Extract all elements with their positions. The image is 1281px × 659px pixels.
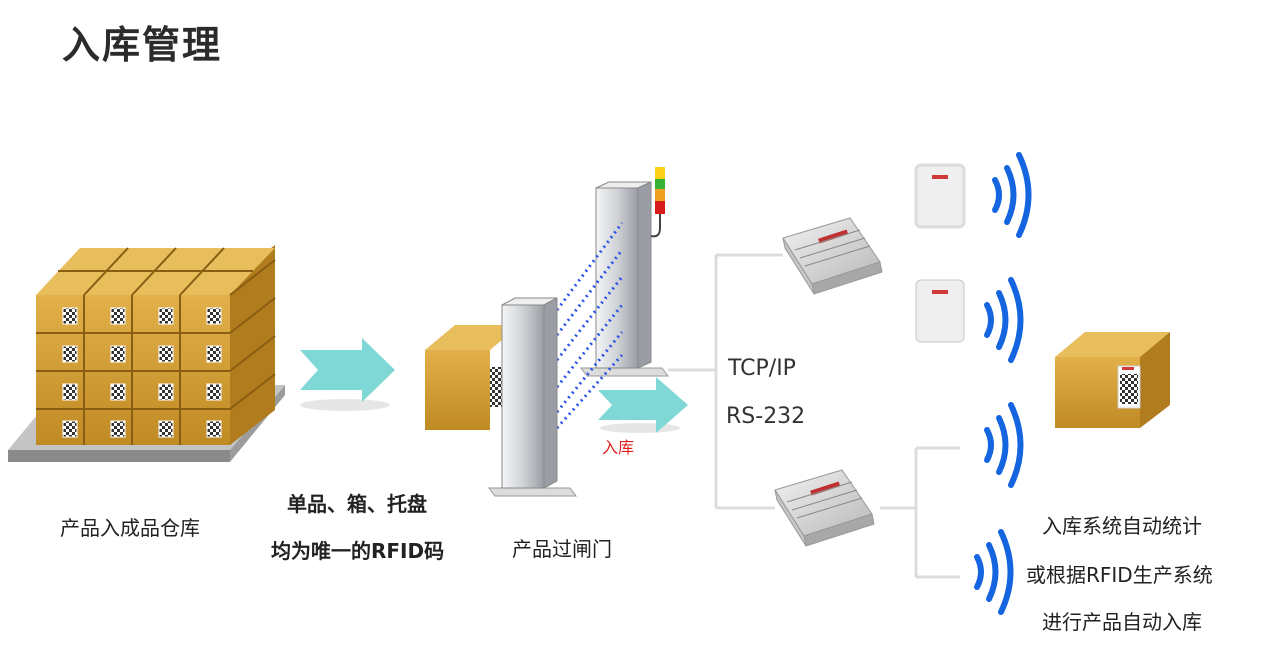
network-connection-lines xyxy=(668,253,960,579)
inbound-label: 入库 xyxy=(602,438,635,457)
result-label-line2: 或根据RFID生产系统 xyxy=(1026,563,1213,587)
flow-arrow-to-gate xyxy=(300,338,395,411)
result-label-line1: 入库系统自动统计 xyxy=(1042,514,1202,538)
rfid-antenna-top xyxy=(914,163,966,229)
page-title: 入库管理 xyxy=(62,23,223,67)
result-label-line3: 进行产品自动入库 xyxy=(1042,610,1202,634)
rfid-antenna-middle xyxy=(915,279,965,343)
rfid-reader-bottom xyxy=(774,469,875,547)
inbound-arrow xyxy=(598,377,688,433)
rfid-reader-top xyxy=(782,217,883,295)
stored-product-box-icon xyxy=(1055,332,1170,428)
unique-code-label-line2: 均为唯一的RFID码 xyxy=(271,539,445,563)
unique-code-label-line1: 单品、箱、托盘 xyxy=(287,492,427,516)
signal-wave-icon xyxy=(992,152,1032,238)
protocol-tcp-label: TCP/IP xyxy=(728,356,796,381)
product-box-icon xyxy=(425,325,520,430)
signal-wave-icon xyxy=(984,402,1024,488)
rfid-gate-illustration xyxy=(488,167,669,497)
signal-wave-icon xyxy=(974,529,1014,615)
pallet-stack-illustration xyxy=(8,245,285,462)
gate-label: 产品过闸门 xyxy=(512,537,612,561)
signal-wave-icon xyxy=(984,277,1024,363)
warehouse-label: 产品入成品仓库 xyxy=(60,516,200,540)
protocol-rs232-label: RS-232 xyxy=(726,404,806,429)
